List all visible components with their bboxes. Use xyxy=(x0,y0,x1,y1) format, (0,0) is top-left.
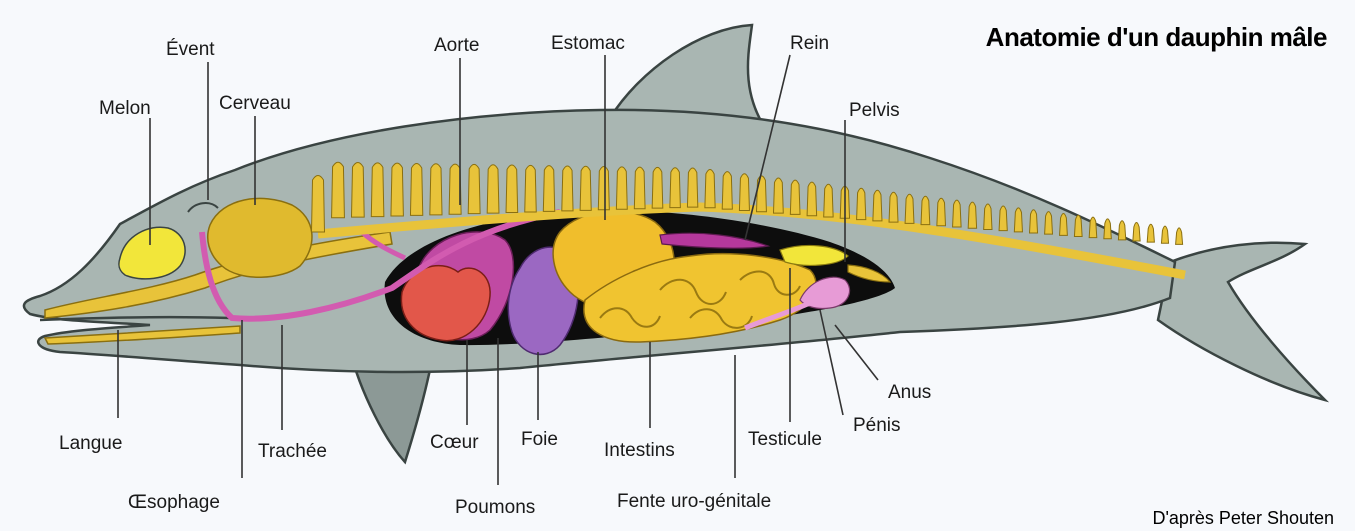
vertebra xyxy=(468,164,480,213)
label-trachee: Trachée xyxy=(258,441,327,462)
vertebra xyxy=(790,180,800,214)
vertebra xyxy=(598,167,609,210)
vertebra xyxy=(937,198,946,226)
vertebra xyxy=(889,192,898,222)
credit-line: D'après Peter Shouten xyxy=(1152,508,1334,528)
label-anus: Anus xyxy=(888,382,931,403)
label-penis: Pénis xyxy=(853,415,901,436)
vertebra xyxy=(616,167,627,209)
vertebra xyxy=(953,200,962,227)
vertebra xyxy=(1030,210,1038,233)
vertebra xyxy=(410,163,422,215)
vertebra xyxy=(921,196,930,224)
vertebra xyxy=(824,184,833,217)
vertebra xyxy=(905,194,914,223)
vertebra xyxy=(351,163,364,218)
vertebra xyxy=(506,165,518,213)
vertebra xyxy=(999,206,1007,231)
vertebra xyxy=(1176,228,1183,245)
vertebra xyxy=(1104,219,1112,239)
vertebra xyxy=(371,163,384,217)
vertebra xyxy=(580,166,591,210)
vertebra xyxy=(1133,223,1140,242)
vertebra xyxy=(687,168,697,207)
label-testicule: Testicule xyxy=(748,429,822,450)
label-pelvis: Pelvis xyxy=(849,100,900,121)
vertebra xyxy=(525,165,537,212)
vertebra xyxy=(773,178,783,213)
vertebra xyxy=(857,188,866,219)
label-event: Évent xyxy=(166,39,215,60)
vertebra xyxy=(705,169,715,207)
vertebra xyxy=(1118,221,1125,240)
vertebra xyxy=(562,166,573,211)
vertebra xyxy=(1161,226,1168,243)
label-aorte: Aorte xyxy=(434,35,479,56)
vertebra xyxy=(652,167,663,208)
label-cerveau: Cerveau xyxy=(219,93,291,114)
vertebra xyxy=(430,164,442,215)
label-intestins: Intestins xyxy=(604,440,675,461)
vertebra xyxy=(391,163,403,216)
label-foie: Foie xyxy=(521,429,558,450)
label-langue: Langue xyxy=(59,433,122,454)
label-melon: Melon xyxy=(99,98,151,119)
vertebra xyxy=(1074,215,1082,236)
vertebra xyxy=(807,182,817,216)
label-estomac: Estomac xyxy=(551,33,625,54)
vertebra xyxy=(968,202,976,228)
vertebra xyxy=(543,166,554,212)
vertebra xyxy=(1060,213,1068,235)
label-oesophage: Œsophage xyxy=(128,492,220,513)
vertebra xyxy=(984,204,992,229)
vertebra xyxy=(873,190,882,221)
vertebra xyxy=(722,172,732,210)
vertebra xyxy=(332,162,345,218)
vertebra xyxy=(312,176,325,233)
vertebra xyxy=(1089,217,1097,238)
vertebra xyxy=(1045,212,1053,235)
label-poumons: Poumons xyxy=(455,497,535,518)
cranium xyxy=(208,198,312,277)
vertebra xyxy=(757,176,767,212)
label-coeur: Cœur xyxy=(430,432,479,453)
vertebra xyxy=(634,167,645,209)
vertebra xyxy=(670,168,681,208)
label-rein: Rein xyxy=(790,33,829,54)
label-fente: Fente uro-génitale xyxy=(617,491,771,512)
tail-flukes xyxy=(1158,243,1325,400)
diagram-title: Anatomie d'un dauphin mâle xyxy=(986,22,1327,52)
vertebra xyxy=(1014,208,1022,232)
vertebra xyxy=(1147,224,1154,242)
vertebra xyxy=(487,165,499,213)
vertebra xyxy=(739,174,749,211)
